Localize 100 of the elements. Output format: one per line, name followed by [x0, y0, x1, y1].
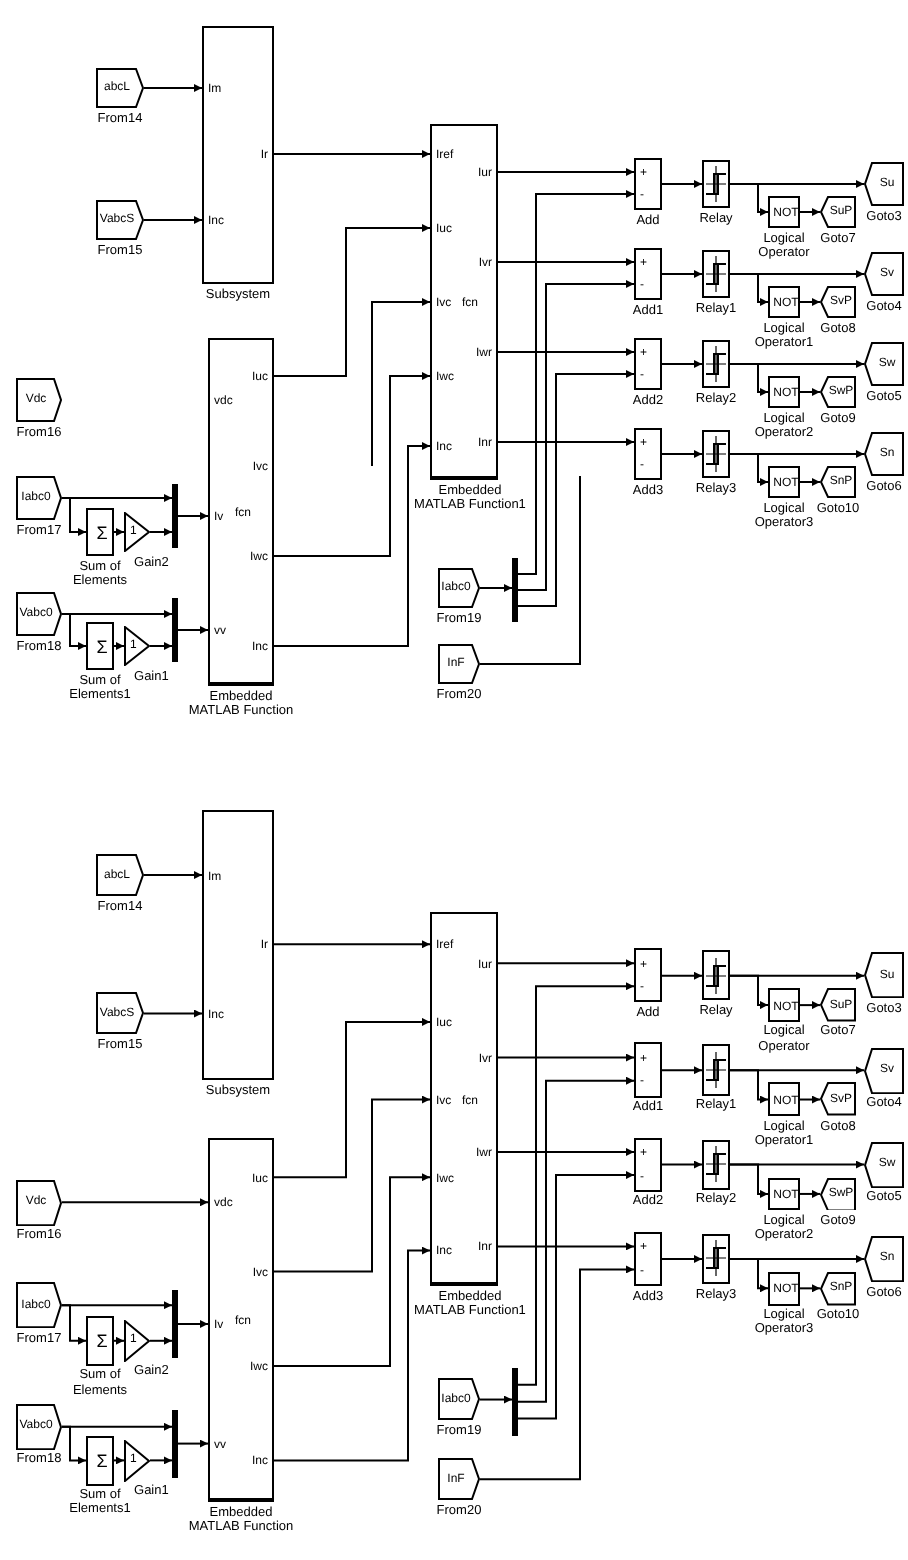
from-block: [438, 644, 480, 684]
function-block: [430, 912, 498, 1287]
signal-arrow: [273, 940, 431, 949]
signal-arrow: [61, 613, 87, 650]
goto-block: [820, 196, 856, 228]
relay-block: [702, 950, 730, 1001]
signal-arrow: [177, 1320, 209, 1328]
signal-arrow: [517, 1171, 635, 1420]
signal-arrow: [273, 442, 431, 647]
sum-block: [86, 1315, 114, 1366]
signal-arrow: [517, 280, 635, 591]
signal-arrow: [497, 348, 635, 356]
sum-symbol-label: Σ: [96, 1453, 108, 1472]
signal-arrow: [729, 273, 769, 306]
signal-arrow: [729, 363, 769, 396]
goto-block: [820, 376, 856, 408]
sum-block: [86, 1435, 114, 1486]
relay-block: [702, 250, 730, 298]
from-block: [16, 1403, 62, 1450]
mux-bar: [172, 1410, 178, 1478]
signal-arrow: [273, 150, 431, 158]
signal-arrow: [661, 1066, 703, 1075]
relay-block: [702, 1044, 730, 1096]
add-block: [634, 248, 662, 300]
signal-line: [479, 475, 581, 665]
logic-operator-block: [768, 1082, 800, 1117]
signal-arrow: [177, 626, 209, 634]
signal-arrow: [273, 1173, 431, 1367]
signal-arrow: [799, 388, 821, 396]
mux-bar: [172, 484, 178, 548]
signal-arrow: [497, 1053, 635, 1062]
add-block: [634, 1042, 662, 1098]
from-block: [96, 854, 144, 896]
from-block: [16, 476, 62, 520]
goto-block: [820, 466, 856, 498]
signal-arrow: [177, 1439, 209, 1448]
signal-arrow: [799, 1284, 821, 1293]
logic-operator-block: [768, 196, 800, 228]
signal-arrow: [61, 497, 87, 536]
signal-arrow: [61, 1198, 209, 1207]
signal-arrow: [661, 1254, 703, 1263]
signal-arrow: [479, 1395, 513, 1404]
signal-arrow: [799, 1189, 821, 1198]
signal-arrow: [729, 183, 769, 216]
signal-arrow: [143, 84, 203, 92]
goto-block: [864, 342, 904, 386]
relay-block: [702, 1139, 730, 1190]
add-block: [634, 158, 662, 210]
signal-arrow: [497, 959, 635, 968]
signal-arrow: [799, 298, 821, 306]
goto-block: [864, 1047, 904, 1094]
function-block: [208, 338, 274, 686]
signal-arrow: [517, 370, 635, 607]
function-block: [208, 1137, 274, 1503]
from-block: [16, 592, 62, 636]
add-block: [634, 1137, 662, 1192]
signal-arrow: [149, 1456, 173, 1465]
signal-arrow: [497, 1147, 635, 1156]
signal-arrow: [661, 971, 703, 980]
signal-arrow: [729, 453, 769, 486]
signal-arrow: [273, 1095, 431, 1273]
signal-arrow: [149, 642, 173, 650]
mux-bar: [512, 1368, 518, 1436]
signal-arrow: [661, 450, 703, 458]
signal-arrow: [143, 1009, 203, 1018]
add-block: [634, 948, 662, 1003]
signal-arrow: [113, 1336, 125, 1345]
goto-block: [820, 1082, 856, 1117]
signal-arrow: [273, 1246, 431, 1462]
logic-operator-block: [768, 466, 800, 498]
from-block: [96, 68, 144, 108]
logic-operator-block: [768, 988, 800, 1022]
logic-operator-block: [768, 1271, 800, 1306]
relay-block: [702, 160, 730, 208]
signal-arrow: [273, 372, 431, 557]
sum-symbol-label: Σ: [96, 1333, 108, 1352]
goto-block: [864, 1235, 904, 1282]
signal-arrow: [61, 1304, 87, 1345]
goto-block: [820, 1177, 856, 1211]
signal-arrow: [661, 270, 703, 278]
gain-block: [124, 1319, 150, 1362]
signal-arrow: [113, 528, 125, 536]
sum-symbol-label: Σ: [96, 639, 108, 657]
add-block: [634, 1231, 662, 1287]
signal-arrow: [371, 298, 431, 467]
signal-arrow: [517, 190, 635, 575]
signal-arrow: [149, 528, 173, 536]
from-block: [96, 200, 144, 240]
gain-block: [124, 512, 150, 552]
signal-arrow: [729, 1257, 769, 1293]
signal-arrow: [113, 642, 125, 650]
signal-arrow: [497, 168, 635, 176]
signal-arrow: [729, 1069, 769, 1104]
sum-block: [86, 508, 114, 556]
gain-block: [124, 626, 150, 666]
signal-arrow: [497, 438, 635, 446]
signal-arrow: [149, 1336, 173, 1345]
goto-block: [820, 1271, 856, 1306]
signal-arrow: [273, 224, 431, 377]
signal-arrow: [799, 208, 821, 216]
